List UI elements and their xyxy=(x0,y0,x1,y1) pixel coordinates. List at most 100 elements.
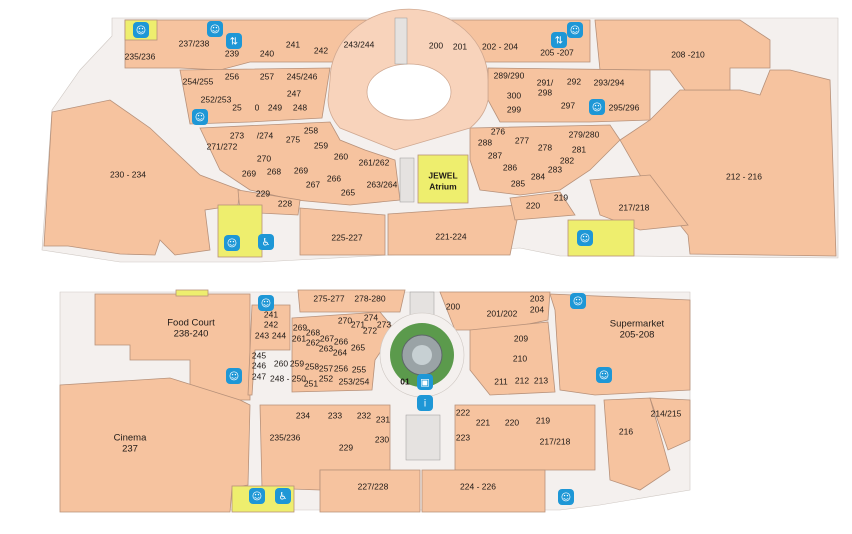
restroom-icon[interactable]: ☺ xyxy=(567,22,583,38)
restroom-icon[interactable]: ☺ xyxy=(589,99,605,115)
shop-label-l247[interactable]: 247 xyxy=(252,371,266,381)
shop-label-u0[interactable]: 0 xyxy=(255,102,260,112)
shop-label-u268[interactable]: 268 xyxy=(267,166,281,176)
shop-label-l200[interactable]: 200 xyxy=(446,301,460,311)
shop-label-u229[interactable]: 229 xyxy=(256,188,270,198)
shop-label-u220[interactable]: 220 xyxy=(526,200,540,210)
shop-label-l266[interactable]: 266 xyxy=(334,336,348,346)
shop-label-u219[interactable]: 219 xyxy=(554,192,568,202)
shop-label-l268[interactable]: 268 xyxy=(306,327,320,337)
shop-label-l270[interactable]: 270 xyxy=(338,315,352,325)
shop-label-u225[interactable]: 225-227 xyxy=(331,232,362,242)
info-icon[interactable]: i xyxy=(417,395,433,411)
shop-label-u282[interactable]: 282 xyxy=(560,155,574,165)
shop-label-l222[interactable]: 222 xyxy=(456,407,470,417)
shop-label-l261[interactable]: 261 xyxy=(292,333,306,343)
shop-label-u237[interactable]: 237/238 xyxy=(179,38,210,48)
shop-label-l227[interactable]: 227/228 xyxy=(358,481,389,491)
shop-label-u298[interactable]: 298 xyxy=(538,87,552,97)
restroom-icon[interactable]: ☺ xyxy=(226,368,242,384)
shop-label-u269[interactable]: 269 xyxy=(242,168,256,178)
shop-label-l278[interactable]: 278-280 xyxy=(354,293,385,303)
shop-label-l235[interactable]: 235/236 xyxy=(270,432,301,442)
shop-label-u263[interactable]: 263/264 xyxy=(367,179,398,189)
restroom-icon[interactable]: ☺ xyxy=(577,230,593,246)
shop-label-u276[interactable]: 276 xyxy=(491,126,505,136)
shop-label-l273[interactable]: 273 xyxy=(377,319,391,329)
shop-label-u200[interactable]: 200 xyxy=(429,40,443,50)
shop-label-u278[interactable]: 278 xyxy=(538,142,552,152)
shop-label-u242[interactable]: 242 xyxy=(314,45,328,55)
shop-label-u254[interactable]: 254/255 xyxy=(183,76,214,86)
shop-label-u285[interactable]: 285 xyxy=(511,178,525,188)
shop-label-u228[interactable]: 228 xyxy=(278,198,292,208)
shop-label-l244[interactable]: 244 xyxy=(272,330,286,340)
shop-label-u247[interactable]: 247 xyxy=(287,88,301,98)
restroom-icon[interactable]: ☺ xyxy=(192,109,208,125)
shop-label-l232[interactable]: 232 xyxy=(357,410,371,420)
shop-label-u25[interactable]: 25 xyxy=(232,102,242,112)
shop-label-l224[interactable]: 224 - 226 xyxy=(460,481,496,491)
shop-label-l269[interactable]: 269 xyxy=(293,322,307,332)
shop-label-u261[interactable]: 261/262 xyxy=(359,157,390,167)
shop-label-u300[interactable]: 300 xyxy=(507,90,521,100)
restroom-icon[interactable]: ☺ xyxy=(558,489,574,505)
shop-label-u297[interactable]: 297 xyxy=(561,100,575,110)
shop-label-l264[interactable]: 264 xyxy=(333,347,347,357)
supermarket-label-2[interactable]: 205-208 xyxy=(620,330,655,341)
shop-label-l219[interactable]: 219 xyxy=(536,415,550,425)
shop-label-u240[interactable]: 240 xyxy=(260,48,274,58)
shop-label-u239[interactable]: 239 xyxy=(225,48,239,58)
supermarket-label-1[interactable]: Supermarket xyxy=(610,319,665,330)
shop-label-l248[interactable]: 248 - 250 xyxy=(270,373,306,383)
shop-label-u248[interactable]: 248 xyxy=(293,102,307,112)
shop-label-u292[interactable]: 292 xyxy=(567,76,581,86)
shop-label-l256[interactable]: 256 xyxy=(334,363,348,373)
shop-label-u201[interactable]: 201 xyxy=(453,41,467,51)
shop-label-u281[interactable]: 281 xyxy=(572,144,586,154)
shop-label-l258[interactable]: 258 xyxy=(305,361,319,371)
shop-label-u266[interactable]: 266 xyxy=(327,173,341,183)
shop-label-l242[interactable]: 242 xyxy=(264,319,278,329)
shop-label-l211[interactable]: 211 xyxy=(494,376,508,386)
accessible-icon[interactable]: ♿ xyxy=(258,234,274,250)
shop-label-l223[interactable]: 223 xyxy=(456,432,470,442)
camera-icon[interactable]: ▣ xyxy=(417,374,433,390)
shop-label-l267[interactable]: 267 xyxy=(320,333,334,343)
shop-label-l220[interactable]: 220 xyxy=(505,417,519,427)
shop-label-l255[interactable]: 255 xyxy=(352,364,366,374)
restroom-icon[interactable]: ☺ xyxy=(249,488,265,504)
shop-label-l233[interactable]: 233 xyxy=(328,410,342,420)
shop-label-l260[interactable]: 260 xyxy=(274,358,288,368)
shop-label-u260[interactable]: 260 xyxy=(334,151,348,161)
shop-label-l221[interactable]: 221 xyxy=(476,417,490,427)
shop-label-u259[interactable]: 259 xyxy=(314,140,328,150)
shop-label-l257[interactable]: 257 xyxy=(319,363,333,373)
shop-label-l213[interactable]: 213 xyxy=(534,375,548,385)
shop-label-u252[interactable]: 252/253 xyxy=(201,94,232,104)
shop-label-u241[interactable]: 241 xyxy=(286,39,300,49)
shop-label-l216[interactable]: 216 xyxy=(619,426,633,436)
shop-label-l272[interactable]: 272 xyxy=(363,325,377,335)
restroom-icon[interactable]: ☺ xyxy=(596,367,612,383)
shop-label-u256[interactable]: 256 xyxy=(225,71,239,81)
shop-label-u257[interactable]: 257 xyxy=(260,71,274,81)
shop-label-u212[interactable]: 212 - 216 xyxy=(726,171,762,181)
shop-label-u269b[interactable]: 269 xyxy=(294,165,308,175)
shop-label-l210[interactable]: 210 xyxy=(513,353,527,363)
shop-label-u279[interactable]: 279/280 xyxy=(569,129,600,139)
shop-label-l209[interactable]: 209 xyxy=(514,333,528,343)
shop-label-u258[interactable]: 258 xyxy=(304,125,318,135)
shop-label-u291[interactable]: 291/ xyxy=(537,77,554,87)
shop-label-l274[interactable]: 274 xyxy=(364,312,378,322)
shop-label-u208[interactable]: 208 -210 xyxy=(671,49,705,59)
shop-label-u284[interactable]: 284 xyxy=(531,171,545,181)
shop-label-l246[interactable]: 246 xyxy=(252,360,266,370)
shop-label-u286[interactable]: 286 xyxy=(503,162,517,172)
shop-label-u230[interactable]: 230 - 234 xyxy=(110,169,146,179)
shop-label-l271[interactable]: 271 xyxy=(351,319,365,329)
shop-label-l204[interactable]: 204 xyxy=(530,304,544,314)
shop-label-u274[interactable]: /274 xyxy=(257,130,274,140)
shop-label-u273[interactable]: 273 xyxy=(230,130,244,140)
shop-label-l231[interactable]: 231 xyxy=(376,414,390,424)
